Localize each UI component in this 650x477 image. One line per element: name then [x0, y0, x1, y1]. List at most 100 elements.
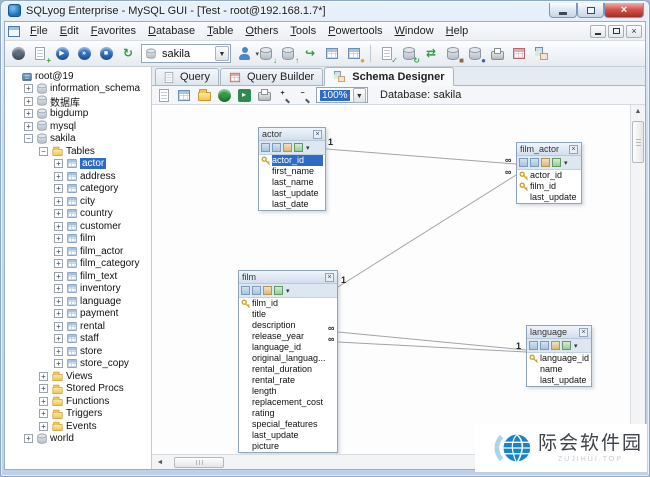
- tree-expander-icon[interactable]: +: [54, 184, 63, 194]
- tree-item-rental[interactable]: + rental: [5, 320, 151, 333]
- tree-item-sakila[interactable]: − sakila: [5, 133, 151, 146]
- tree-item-bigdump[interactable]: + bigdump: [5, 108, 151, 121]
- tree-item-triggers[interactable]: + Triggers: [5, 408, 151, 421]
- refresh-database-icon[interactable]: ↻: [400, 45, 420, 64]
- maximize-button[interactable]: [577, 3, 604, 18]
- menu-item-window[interactable]: Window: [394, 25, 434, 37]
- tree-item-film-category[interactable]: + film_category: [5, 258, 151, 271]
- backup-database-icon[interactable]: ■: [444, 45, 464, 64]
- field-last-update[interactable]: last_update: [239, 430, 337, 441]
- tree-expander-icon[interactable]: +: [54, 309, 63, 319]
- tree-expander-icon[interactable]: +: [24, 96, 33, 106]
- stop-query-icon[interactable]: ■: [97, 45, 115, 63]
- tree-expander-icon[interactable]: +: [54, 246, 63, 256]
- field-last-update[interactable]: last_update: [527, 375, 591, 386]
- query-builder-icon[interactable]: [510, 45, 528, 63]
- chevron-down-icon[interactable]: ▾: [564, 159, 568, 167]
- import-database-icon[interactable]: ↓: [257, 45, 277, 64]
- table-data-icon[interactable]: [272, 143, 281, 152]
- alter-table-icon[interactable]: [261, 143, 270, 152]
- tree-item-actor[interactable]: + actor: [5, 158, 151, 171]
- tree-expander-icon[interactable]: +: [24, 434, 33, 444]
- tree-expander-icon[interactable]: +: [54, 334, 63, 344]
- tree-item-inventory[interactable]: + inventory: [5, 283, 151, 296]
- tree-item-information-schema[interactable]: + information_schema: [5, 83, 151, 96]
- vertical-scrollbar[interactable]: ▲ ▼: [630, 105, 645, 454]
- menu-item-powertools[interactable]: Powertools: [328, 25, 383, 37]
- field-rental-duration[interactable]: rental_duration: [239, 364, 337, 375]
- manage-index-icon[interactable]: [283, 143, 292, 152]
- tree-item-country[interactable]: + country: [5, 208, 151, 221]
- tree-expander-icon[interactable]: −: [39, 146, 48, 156]
- database-combo[interactable]: sakila▼: [141, 44, 231, 63]
- field-special-features[interactable]: special_features: [239, 419, 337, 430]
- field-actor-id[interactable]: actor_id: [259, 155, 325, 166]
- menu-item-favorites[interactable]: Favorites: [90, 25, 136, 37]
- field-language-id[interactable]: language_id: [239, 342, 337, 353]
- tree-item-world[interactable]: + world: [5, 433, 151, 446]
- diagram-table-header[interactable]: film_actor ×: [517, 143, 581, 156]
- manage-index-icon[interactable]: [541, 158, 550, 167]
- tree-expander-icon[interactable]: +: [54, 171, 63, 181]
- table-data-icon[interactable]: [540, 341, 549, 350]
- field-last-date[interactable]: last_date: [259, 199, 325, 210]
- field-last-update[interactable]: last_update: [259, 188, 325, 199]
- manage-index-icon[interactable]: [551, 341, 560, 350]
- export-database-icon[interactable]: ↑: [279, 45, 299, 64]
- field-language-id[interactable]: language_id: [527, 353, 591, 364]
- table-data-icon[interactable]: [252, 286, 261, 295]
- zoom-out-icon[interactable]: −: [296, 87, 312, 103]
- field-replacement-cost[interactable]: replacement_cost: [239, 397, 337, 408]
- schema-designer-icon[interactable]: [532, 45, 550, 63]
- field-title[interactable]: title: [239, 309, 337, 320]
- tree-item-mysql[interactable]: + mysql: [5, 120, 151, 133]
- export-image-icon[interactable]: ▸: [236, 87, 252, 103]
- table-film-actor[interactable]: film_actor × ▾ actor_id film_id last_upd…: [516, 142, 582, 204]
- tree-item-film-actor[interactable]: + film_actor: [5, 245, 151, 258]
- chevron-down-icon[interactable]: ▾: [574, 342, 578, 350]
- tree-expander-icon[interactable]: +: [39, 396, 48, 406]
- tree-expander-icon[interactable]: +: [24, 121, 33, 131]
- tree-expander-icon[interactable]: +: [54, 296, 63, 306]
- tree-item-root-19[interactable]: root@19: [5, 70, 151, 83]
- scheduled-backup-icon[interactable]: ●: [466, 45, 486, 64]
- refresh-object-browser-icon[interactable]: ↻: [119, 45, 137, 63]
- tree-item-payment[interactable]: + payment: [5, 308, 151, 321]
- relationships-icon[interactable]: [552, 158, 561, 167]
- tree-expander-icon[interactable]: −: [24, 134, 33, 144]
- schema-canvas[interactable]: actor × ▾ actor_id first_name last_name: [152, 105, 630, 454]
- tree-expander-icon[interactable]: +: [24, 109, 33, 119]
- table-index-icon[interactable]: ●: [345, 45, 365, 64]
- menu-item-tools[interactable]: Tools: [290, 25, 317, 37]
- close-icon[interactable]: ×: [325, 272, 334, 282]
- minimize-button[interactable]: [549, 3, 577, 18]
- connection-manager-icon[interactable]: [9, 45, 27, 63]
- alter-table-icon[interactable]: [519, 158, 528, 167]
- tree-expander-icon[interactable]: +: [54, 196, 63, 206]
- open-schema-icon[interactable]: [196, 87, 212, 103]
- close-icon[interactable]: ×: [313, 129, 322, 139]
- mdi-close-button[interactable]: ×: [626, 24, 642, 38]
- tree-expander-icon[interactable]: +: [54, 271, 63, 281]
- chevron-down-icon[interactable]: ▾: [306, 144, 310, 152]
- tree-item-store[interactable]: + store: [5, 345, 151, 358]
- field-length[interactable]: length: [239, 386, 337, 397]
- tree-expander-icon[interactable]: +: [39, 409, 48, 419]
- flush-icon[interactable]: ✓: [378, 45, 398, 64]
- field-release-year[interactable]: release_year: [239, 331, 337, 342]
- table-data-icon[interactable]: [530, 158, 539, 167]
- field-description[interactable]: description: [239, 320, 337, 331]
- tree-item-events[interactable]: + Events: [5, 420, 151, 433]
- tree-item-address[interactable]: + address: [5, 170, 151, 183]
- field-picture[interactable]: picture: [239, 441, 337, 452]
- tree-expander-icon[interactable]: +: [54, 321, 63, 331]
- new-connection-icon[interactable]: +: [31, 45, 51, 64]
- tree-item-customer[interactable]: + customer: [5, 220, 151, 233]
- vertical-scroll-thumb[interactable]: [632, 121, 644, 163]
- field-rental-rate[interactable]: rental_rate: [239, 375, 337, 386]
- tree-item-city[interactable]: + city: [5, 195, 151, 208]
- tree-item-film[interactable]: + film: [5, 233, 151, 246]
- zoom-in-icon[interactable]: +: [276, 87, 292, 103]
- new-schema-icon[interactable]: [156, 87, 172, 103]
- alter-table-icon[interactable]: [241, 286, 250, 295]
